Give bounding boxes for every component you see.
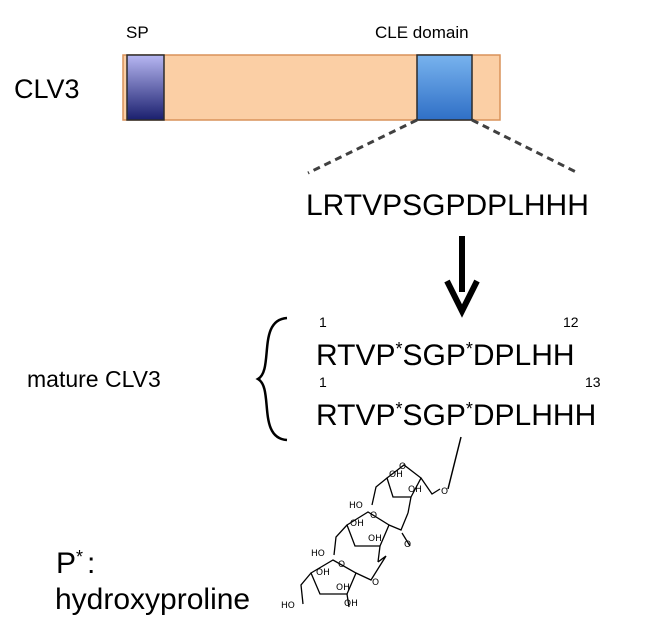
peptide13-seq-c: DPLHH — [473, 399, 575, 432]
arabinose-ring-1 — [371, 464, 441, 514]
arabinose-ring-2 — [333, 511, 411, 563]
protein-name: CLV3 — [14, 74, 80, 104]
peptide12-residue-1: R — [316, 339, 337, 372]
legend-mark: * — [76, 547, 83, 567]
ring1-o-label: O — [399, 462, 406, 472]
svg-text:P*:: P*: — [56, 547, 95, 580]
cle-sequence: LRTVPSGPDPLHHH — [306, 189, 589, 222]
peptide13-index-end: 13 — [585, 374, 601, 390]
arabinose-labels: O OH OH O HO O OH OH O HO O OH OH O HO O… — [281, 462, 448, 611]
svg-text:RTVP*SGP*DPLHH: RTVP*SGP*DPLHH — [316, 339, 575, 372]
ring1-glyco-o-label: O — [441, 487, 448, 497]
peptide13-seq-a: TVP — [337, 399, 395, 432]
peptide12-seq-b: SGP — [403, 339, 466, 372]
glycan-attachment-bond — [447, 436, 462, 490]
legend-meaning: hydroxyproline — [55, 583, 250, 616]
mature-peptide-12: RTVP*SGP*DPLHH 1 12 — [316, 314, 579, 372]
cle-domain-box — [416, 54, 473, 121]
peptide13-residue-13: H — [575, 399, 597, 432]
ring2-ho-label: HO — [311, 549, 325, 559]
peptide12-seq-c: DPLH — [473, 339, 553, 372]
mature-peptide-13: RTVP*SGP*DPLHHH 1 13 — [316, 374, 601, 432]
legend-colon: : — [87, 547, 95, 580]
signal-peptide-label: SP — [126, 23, 149, 42]
legend-symbol: P — [56, 547, 76, 580]
ring1-oh-label-b: OH — [408, 485, 422, 495]
zoom-line-left — [307, 118, 418, 175]
arabinose-ring-3 — [300, 555, 387, 608]
arabinose-chain — [300, 464, 441, 608]
cle-domain-label: CLE domain — [375, 23, 469, 42]
ring2-glyco-o-label: O — [404, 540, 411, 550]
peptide13-hyp-mark-1: * — [395, 399, 402, 419]
peptide12-index-start: 1 — [319, 314, 327, 330]
peptide12-hyp-mark-2: * — [466, 339, 473, 359]
ring2-oh-label-b: OH — [368, 534, 382, 544]
peptide13-index-start: 1 — [319, 374, 327, 390]
peptide12-residue-12: H — [553, 339, 575, 372]
ring3-oh-label-a: OH — [316, 568, 330, 578]
zoom-line-right — [471, 118, 579, 175]
svg-text:RTVP*SGP*DPLHHH: RTVP*SGP*DPLHHH — [316, 399, 596, 432]
ring3-oh-label-b: OH — [336, 583, 350, 593]
hydroxyproline-legend: P*: hydroxyproline — [55, 547, 250, 616]
peptide13-residue-1: R — [316, 399, 337, 432]
ring1-oh-label-a: OH — [389, 470, 403, 480]
peptide12-index-end: 12 — [563, 314, 579, 330]
peptide13-hyp-mark-2: * — [466, 399, 473, 419]
ring1-ho-label: HO — [349, 501, 363, 511]
ring3-glyco-o-label: O — [372, 578, 379, 588]
signal-peptide-box — [126, 54, 165, 121]
ring2-oh-label-a: OH — [350, 519, 364, 529]
mature-label: mature CLV3 — [27, 366, 161, 392]
protein-schematic: CLV3 SP CLE domain — [14, 23, 501, 121]
processing-arrow — [444, 236, 480, 318]
ring3-oh-label-c: OH — [344, 599, 358, 609]
ring2-o-label: O — [370, 511, 377, 521]
peptide13-seq-b: SGP — [403, 399, 466, 432]
ring3-o-label: O — [338, 560, 345, 570]
peptide12-hyp-mark-1: * — [395, 339, 402, 359]
peptide12-seq-a: TVP — [337, 339, 395, 372]
mature-brace — [255, 316, 288, 442]
ring3-ho-label: HO — [281, 601, 295, 611]
